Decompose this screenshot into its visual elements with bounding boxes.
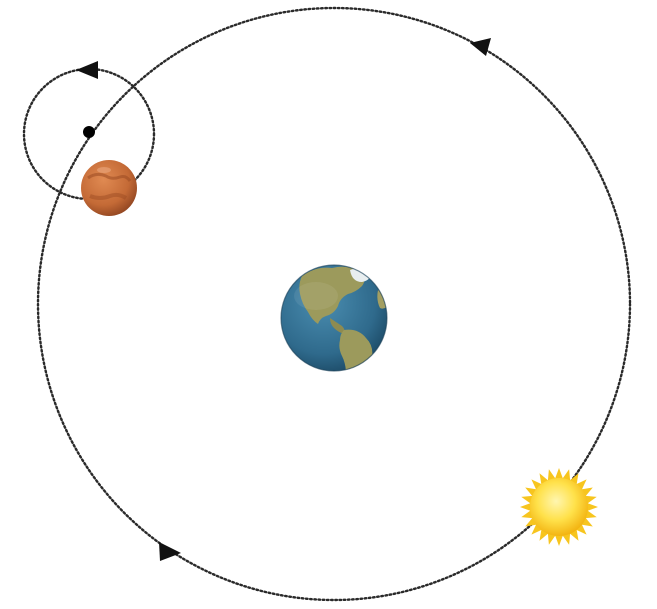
- arrow-epicycle-icon: [76, 61, 98, 79]
- arrow-deferent-bottom-icon: [159, 542, 181, 561]
- sun-icon: [520, 468, 598, 546]
- mars-icon: [81, 160, 137, 216]
- arrow-deferent-top-icon: [470, 38, 491, 56]
- earth-icon: [281, 265, 388, 392]
- epicycle-center-dot-icon: [83, 126, 95, 138]
